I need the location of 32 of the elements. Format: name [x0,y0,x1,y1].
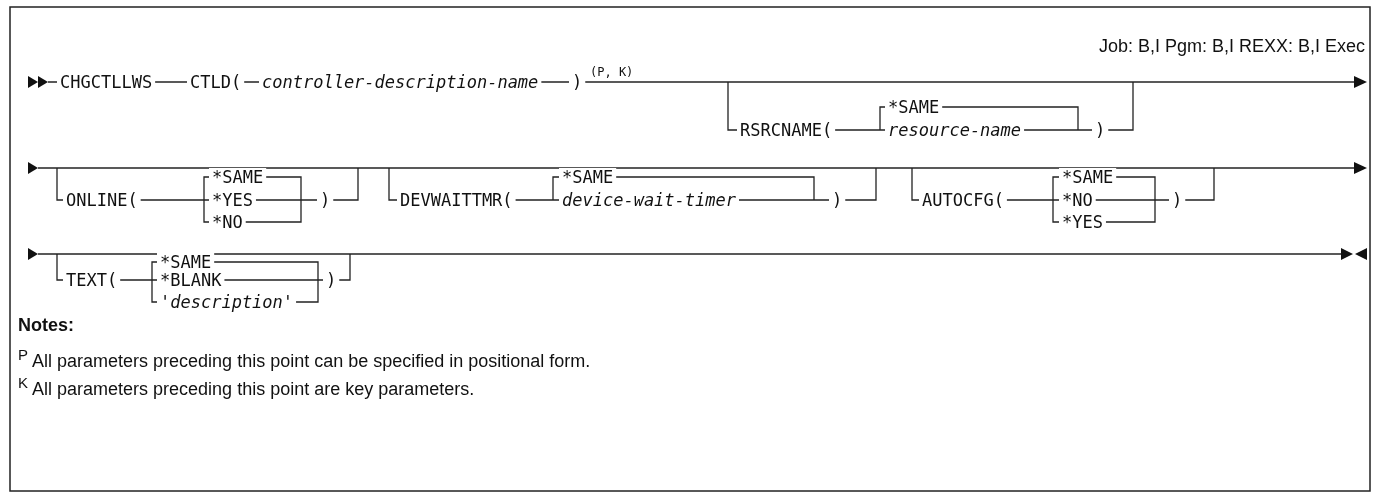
variable-name: 'description' [160,293,294,311]
option-value: *NO [212,213,243,231]
option-value: *SAME [888,98,940,116]
variable-name: device-wait-timer [562,191,736,209]
closing-parenthesis: ) [572,73,583,91]
option-value: *SAME [160,253,212,271]
closing-parenthesis: ) [832,191,843,209]
note-text: $^{P}$ All parameters preceding this point can be specified in positional form. [18,346,591,370]
note-reference: (P, K) [590,65,634,79]
closing-parenthesis: ) [1095,121,1106,139]
option-value: *YES [212,191,253,209]
option-value: *SAME [1062,168,1114,186]
closing-parenthesis: ) [320,191,331,209]
option-value: *SAME [562,168,614,186]
environment-info: Job: B,I Pgm: B,I REXX: B,I Exec [1098,37,1365,55]
parameter-keyword: TEXT( [66,271,118,289]
option-value: *SAME [212,168,264,186]
variable-name: resource-name [888,121,1022,139]
option-value: *BLANK [160,271,222,289]
command-keyword: CHGCTLLWS [60,73,153,91]
variable-name: controller-description-name [262,73,539,91]
parameter-keyword: ONLINE( [66,191,138,209]
closing-parenthesis: ) [1172,191,1183,209]
closing-parenthesis: ) [326,271,337,289]
parameter-keyword: CTLD( [190,73,242,91]
notes-heading: Notes: [18,316,74,334]
option-value: *YES [1062,213,1103,231]
option-value: *NO [1062,191,1093,209]
note-text: $^{K}$ All parameters preceding this point are key parameters. [18,374,475,398]
parameter-keyword: DEVWAITTMR( [400,191,513,209]
parameter-keyword: AUTOCFG( [922,191,1004,209]
parameter-keyword: RSRCNAME( [740,121,833,139]
